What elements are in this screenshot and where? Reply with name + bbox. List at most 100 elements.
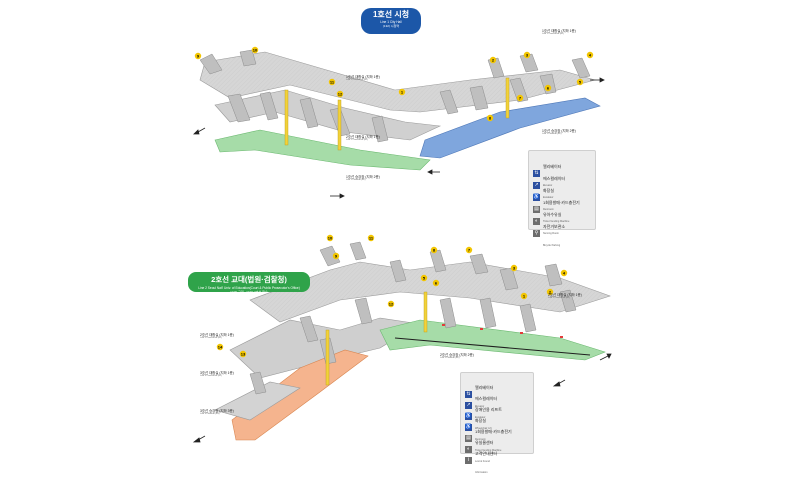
svg-text:5: 5 — [579, 80, 582, 85]
station-title-ko: 2호선 교대(법원·검찰청) — [211, 275, 287, 284]
floor-label: 2호선 대합실 (지하 1층)Line 2 Concourse (B1) — [346, 135, 380, 141]
exit-badge-5[interactable]: 5 — [576, 78, 584, 86]
svg-text:6: 6 — [435, 281, 438, 286]
svg-text:8: 8 — [489, 116, 492, 121]
escalator-icon: ↗ — [533, 181, 540, 189]
svg-text:9: 9 — [335, 254, 338, 259]
elevator-shaft — [423, 291, 428, 333]
svg-text:1: 1 — [401, 90, 404, 95]
line2-platform — [379, 319, 606, 361]
elevator-shaft — [337, 99, 342, 151]
exit-badge-6[interactable]: 6 — [432, 279, 440, 287]
svg-text:14: 14 — [218, 345, 223, 350]
exit-badge-10[interactable]: 10 — [326, 234, 334, 242]
exit-badge-9[interactable]: 9 — [194, 52, 202, 60]
station-title-code: (223) 교대 · (340) 3호선 환승 — [230, 290, 268, 294]
svg-text:12: 12 — [338, 92, 343, 97]
svg-text:13: 13 — [241, 352, 246, 357]
exit-badge-11[interactable]: 11 — [367, 234, 375, 242]
exit-badge-3[interactable]: 3 — [510, 264, 518, 272]
line1-platform — [419, 97, 601, 159]
exit-badge-10[interactable]: 10 — [251, 46, 259, 54]
exit-badge-8[interactable]: 8 — [430, 246, 438, 254]
exit-badge-12[interactable]: 12 — [387, 300, 395, 308]
elevator-shaft — [505, 77, 510, 119]
floor-label: 1호선 대합실 (지하 1층)Line 1 Concourse (B1) — [346, 75, 380, 81]
elevator-shaft — [284, 89, 289, 146]
floor-label: 1호선 승강장 (지하 2층)Line 1 Platform (B2) — [346, 175, 380, 181]
svg-text:11: 11 — [369, 236, 374, 241]
line2-platform-cityhall — [214, 129, 431, 171]
floor-label: 2호선 승강장 (지하 2층)Line 2 Platform (B2) — [440, 353, 474, 359]
platform-marker — [520, 332, 523, 334]
info-icon: i — [465, 456, 472, 464]
platform-marker — [560, 336, 563, 338]
svg-text:12: 12 — [389, 302, 394, 307]
elevator-shaft — [325, 329, 330, 386]
floor-label: 3호선 대합실 (지하 1층)Line 3 Concourse (B1) — [200, 371, 234, 377]
station-title-en: Line 1 City Hall — [380, 20, 402, 24]
exit-badge-1[interactable]: 1 — [398, 88, 406, 96]
station-title-ko: 1호선 시청 — [372, 10, 410, 19]
exit-badge-11[interactable]: 11 — [328, 78, 336, 86]
floor-label: 2호선 대합실 (지하 1층)Line 2 Concourse (B1) — [548, 293, 582, 299]
exit-badge-9[interactable]: 9 — [332, 252, 340, 260]
floor-label: 2호선 대합실 (지하 1층)Line 2 Concourse (B1) — [200, 333, 234, 339]
floor-label: 1호선 대합실 (지하 1층)Line 1 Concourse (B1) — [542, 29, 576, 35]
wheelchair-lift-icon: ♿ — [465, 412, 472, 420]
lost-found-icon: ◐ — [465, 445, 472, 453]
svg-text:2: 2 — [492, 58, 495, 63]
restroom-icon: ♿ — [533, 193, 540, 201]
platform-marker — [442, 324, 445, 326]
exit-badge-1[interactable]: 1 — [520, 292, 528, 300]
stairs-group — [199, 49, 591, 143]
svg-text:9: 9 — [197, 54, 200, 59]
lower-concourse — [214, 381, 301, 421]
exit-badge-14[interactable]: 14 — [216, 343, 224, 351]
exit-badge-7[interactable]: 7 — [516, 94, 524, 102]
svg-text:10: 10 — [328, 236, 333, 241]
svg-text:8: 8 — [433, 248, 436, 253]
exit-badge-2[interactable]: 2 — [546, 288, 554, 296]
svg-text:5: 5 — [423, 276, 426, 281]
exit-badge-2[interactable]: 2 — [489, 56, 497, 64]
line3-platform — [231, 349, 369, 441]
exit-badge-5[interactable]: 5 — [420, 274, 428, 282]
svg-text:10: 10 — [253, 48, 258, 53]
svg-text:7: 7 — [519, 96, 522, 101]
svg-text:3: 3 — [526, 53, 529, 58]
station-title-gyodae: 2호선 교대(법원·검찰청) Line 2 Seoul Nat'l Univ. … — [188, 272, 310, 294]
exit-badge-7[interactable]: 7 — [465, 246, 473, 254]
exit-badge-13[interactable]: 13 — [239, 350, 247, 358]
exit-badge-8[interactable]: 8 — [486, 114, 494, 122]
station-title-city-hall: 1호선 시청 Line 1 City Hall (132) 시청역 — [361, 8, 421, 34]
elevator-icon: ⇅ — [533, 169, 540, 177]
svg-text:4: 4 — [589, 53, 592, 58]
exit-badge-6[interactable]: 6 — [544, 84, 552, 92]
elevator-icon: ⇅ — [465, 390, 472, 398]
ticket-machine-icon: ▤ — [533, 205, 540, 213]
svg-text:7: 7 — [468, 248, 471, 253]
floor-label: 3호선 승강장 (지하 3층)Line 3 Platform (B3) — [200, 409, 234, 415]
platform-marker — [480, 328, 483, 330]
exit-badge-4[interactable]: 4 — [560, 269, 568, 277]
exit-badge-4[interactable]: 4 — [586, 51, 594, 59]
station-title-en: Line 2 Seoul Nat'l Univ. of Education(Co… — [198, 286, 300, 290]
exit-badge-3[interactable]: 3 — [523, 51, 531, 59]
escalator-icon: ↗ — [465, 401, 472, 409]
bicycle-icon: ⚲ — [533, 229, 540, 237]
city-hall-diagram: 1 2 3 4 5 6 7 8 9 10 11 12 — [193, 46, 605, 199]
exit-badge-12[interactable]: 12 — [336, 90, 344, 98]
